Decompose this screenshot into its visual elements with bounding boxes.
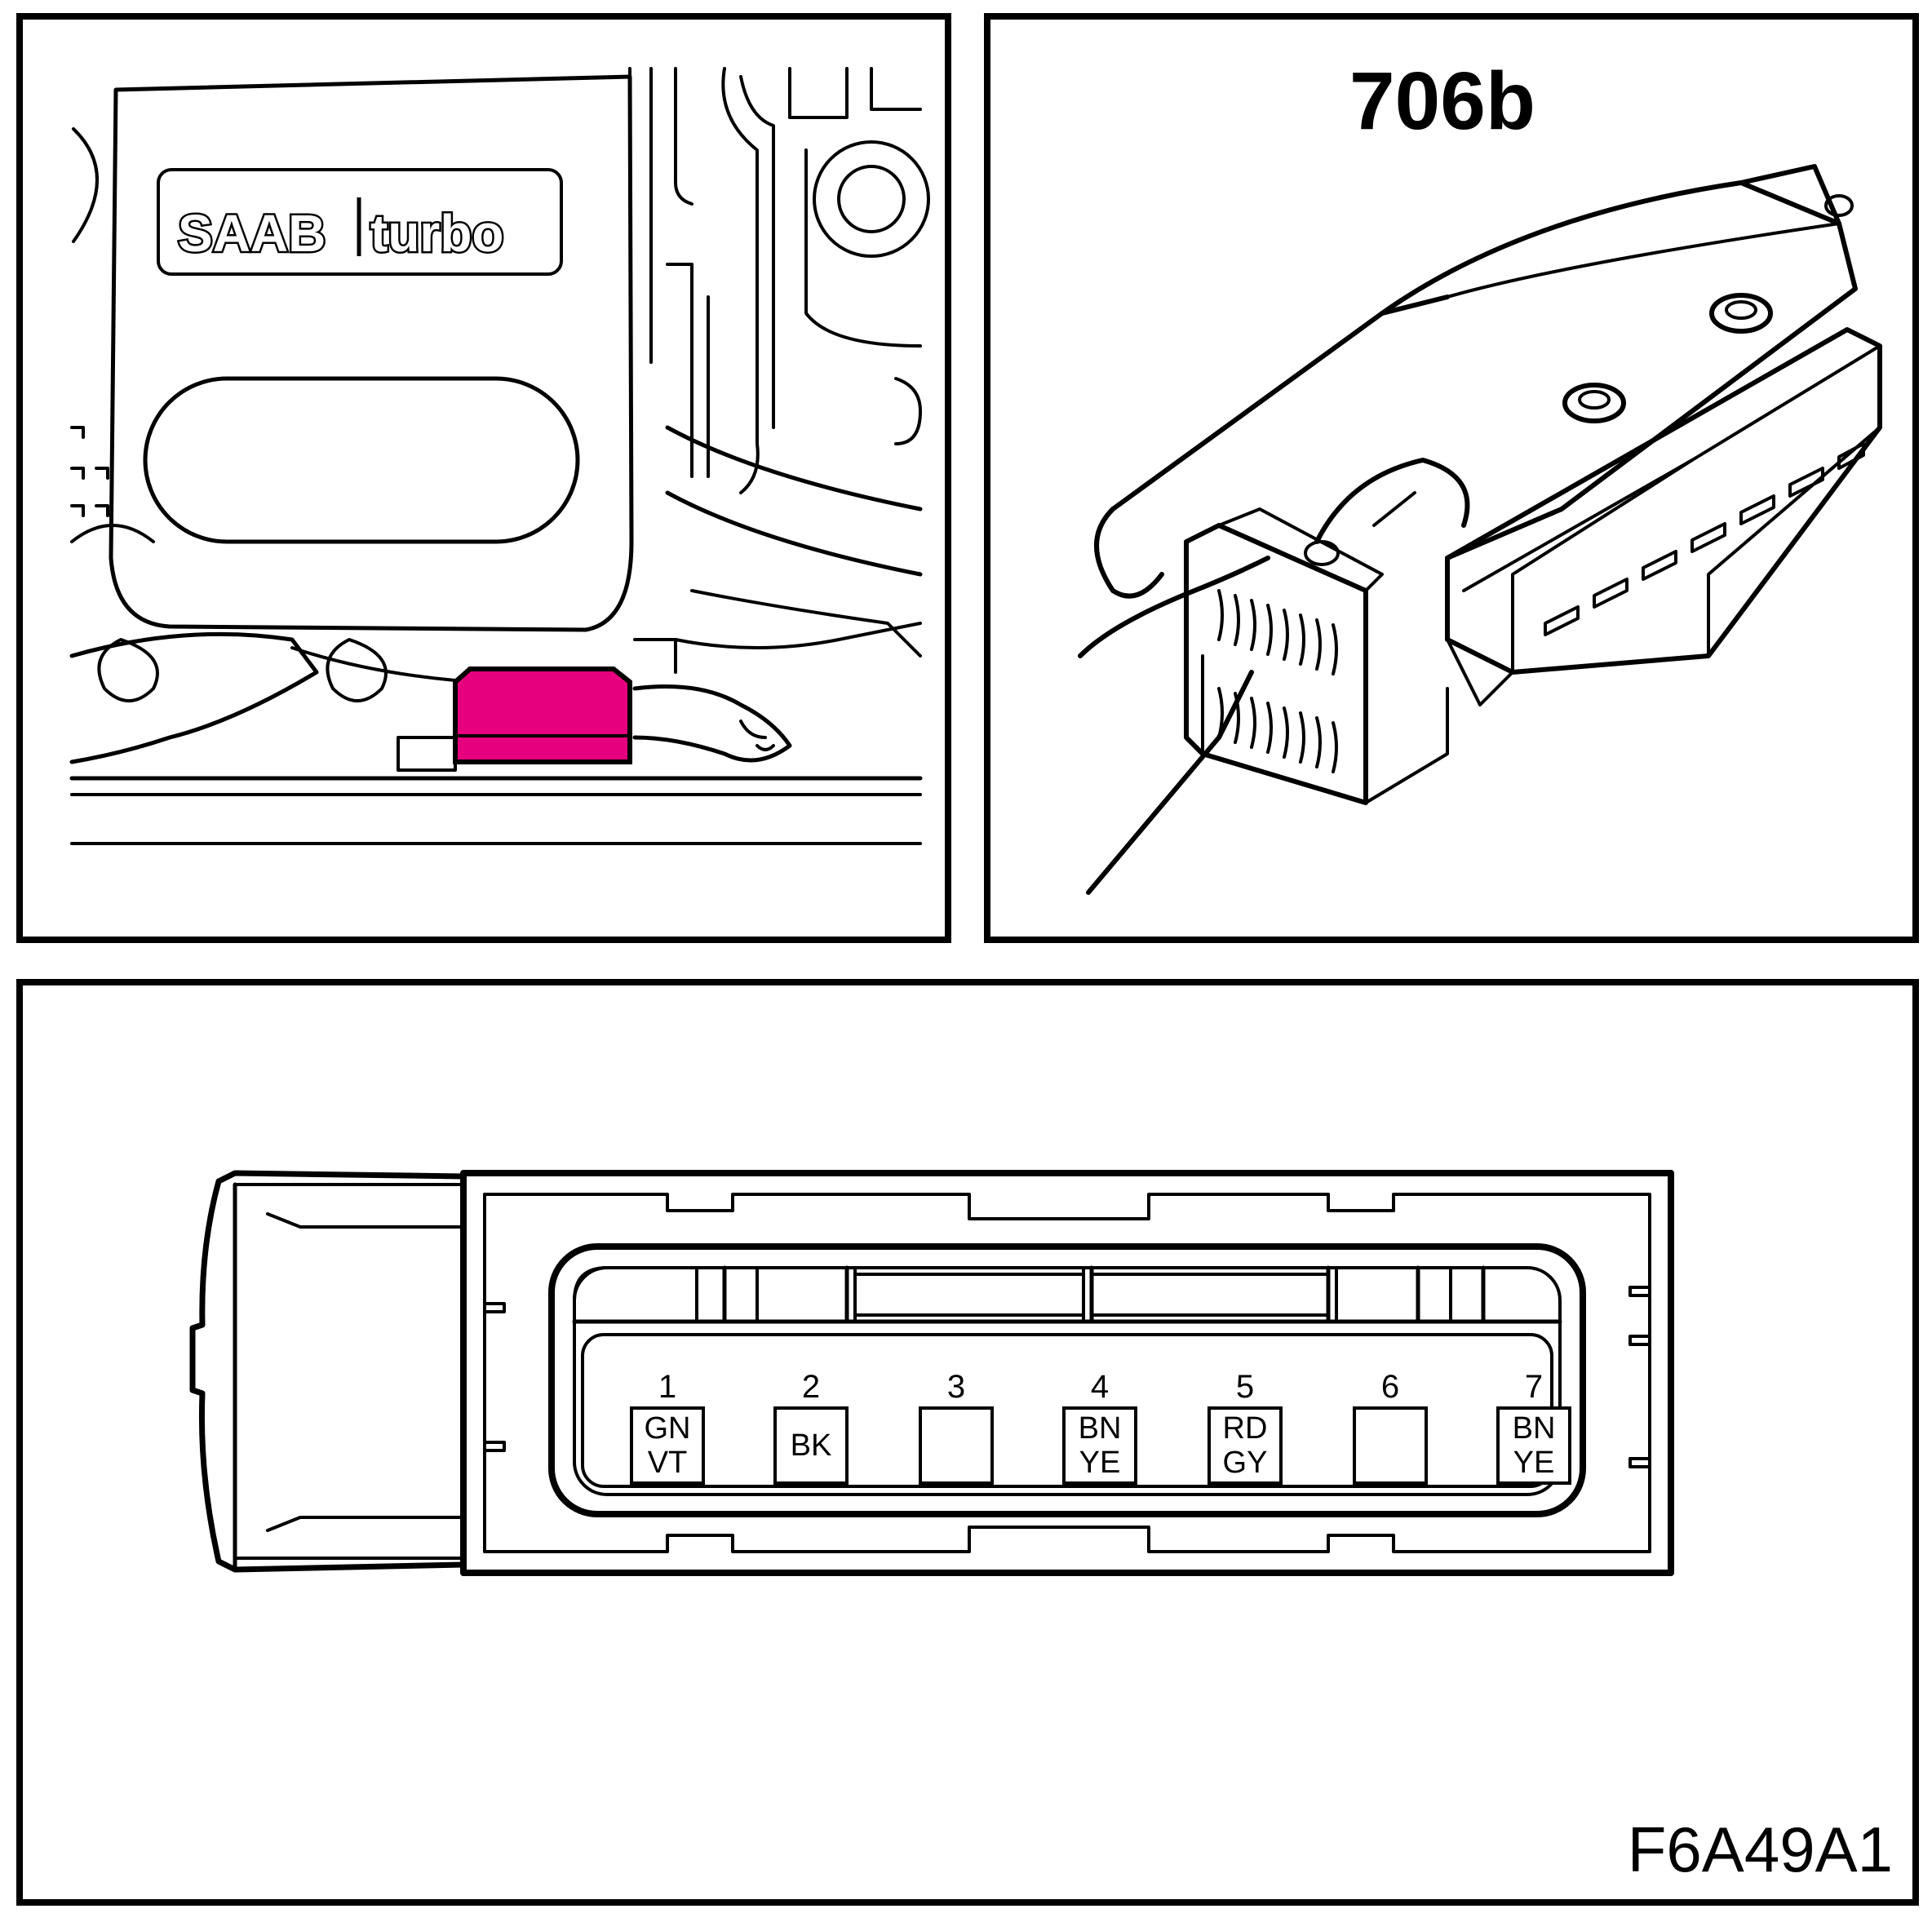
pin-4: BN YE — [1062, 1406, 1137, 1485]
pin-number-1: 1 — [658, 1369, 677, 1405]
pin-5: RD GY — [1208, 1406, 1283, 1485]
saab-logo-brand: SAAB — [178, 204, 326, 263]
pin-1-color-2: VT — [647, 1446, 688, 1480]
pin-7-color-1: BN — [1512, 1411, 1556, 1446]
pin-7-color-2: YE — [1513, 1446, 1555, 1480]
pin-1-color-1: GN — [644, 1411, 691, 1446]
pin-6 — [1353, 1406, 1428, 1485]
connector-face-drawing — [189, 1170, 1674, 1576]
pin-number-4: 4 — [1090, 1369, 1110, 1405]
connector-id-label: 706b — [1349, 55, 1535, 147]
pin-4-color-1: BN — [1078, 1411, 1122, 1446]
pin-1: GN VT — [630, 1406, 705, 1485]
pin-number-3: 3 — [946, 1369, 966, 1405]
connector-3d-drawing — [1078, 164, 1882, 895]
pin-3 — [919, 1406, 994, 1485]
pin-5-color-1: RD — [1222, 1411, 1268, 1446]
engine-bay-drawing: SAAB turbo — [69, 67, 930, 845]
pin-5-color-2: GY — [1222, 1446, 1268, 1480]
pin-4-color-2: YE — [1079, 1446, 1121, 1480]
highlighted-connector — [453, 666, 632, 764]
pin-number-2: 2 — [801, 1369, 821, 1405]
pinout-panel: 1 2 3 4 5 6 7 GN VT BK BN YE RD GY BN YE… — [16, 979, 1919, 1906]
figure-code: F6A49A1 — [1627, 1814, 1893, 1885]
pin-number-6: 6 — [1380, 1369, 1400, 1405]
pin-number-7: 7 — [1524, 1369, 1544, 1405]
connector-3d-panel: 706b — [984, 13, 1919, 943]
saab-logo-model: turbo — [370, 204, 504, 263]
pin-2: BK — [773, 1406, 849, 1485]
engine-bay-panel: SAAB turbo — [16, 13, 951, 943]
pin-7: BN YE — [1496, 1406, 1571, 1485]
pin-number-5: 5 — [1235, 1369, 1255, 1405]
pin-2-color-1: BK — [790, 1428, 832, 1463]
